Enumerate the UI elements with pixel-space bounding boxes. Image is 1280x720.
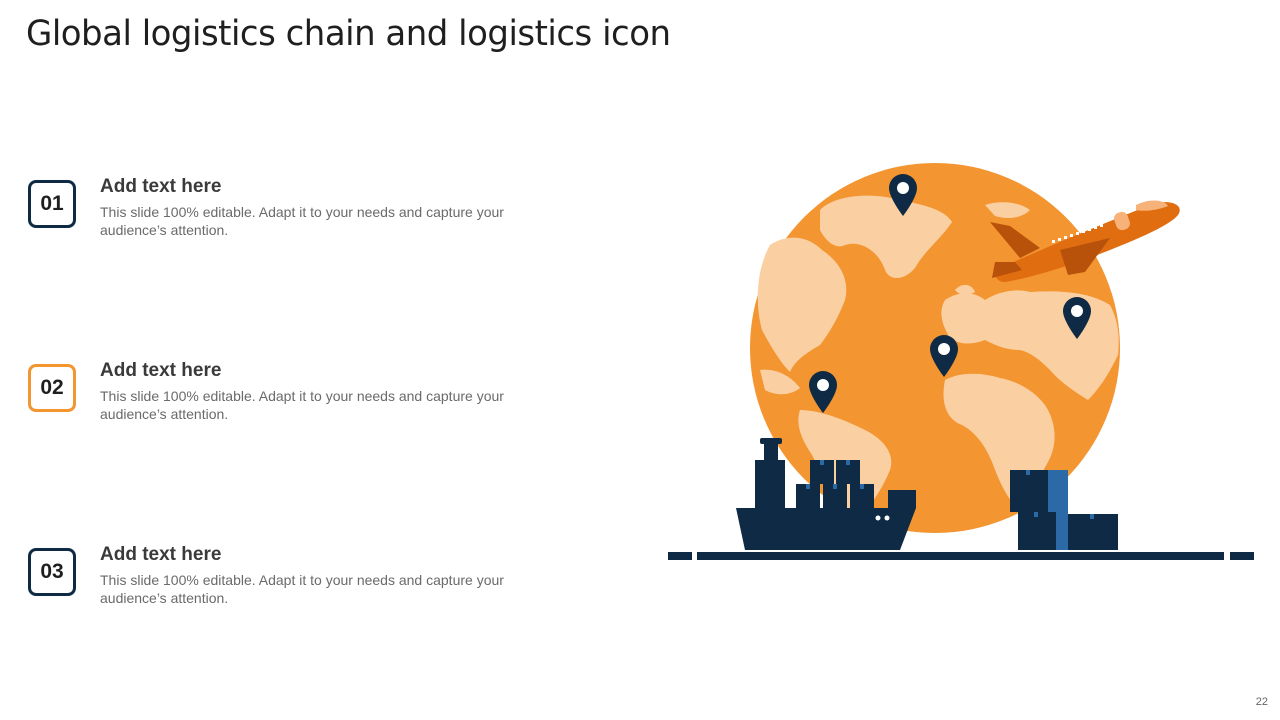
item-description: This slide 100% editable. Adapt it to yo… bbox=[100, 572, 504, 606]
slide-title: Global logistics chain and logistics ico… bbox=[26, 14, 671, 54]
location-pin-icon bbox=[930, 335, 958, 377]
item-number-badge: 01 bbox=[28, 180, 76, 228]
item-description: This slide 100% editable. Adapt it to yo… bbox=[100, 204, 504, 238]
item-number-badge: 03 bbox=[28, 548, 76, 596]
item-number-badge: 02 bbox=[28, 364, 76, 412]
location-pin-icon bbox=[889, 174, 917, 216]
item-description: This slide 100% editable. Adapt it to yo… bbox=[100, 388, 504, 422]
logistics-illustration bbox=[668, 163, 1254, 560]
location-pin-icon bbox=[1063, 297, 1091, 339]
item-heading: Add text here bbox=[100, 360, 222, 381]
airplane-icon bbox=[990, 200, 1180, 282]
cargo-boxes-icon bbox=[1010, 470, 1118, 550]
item-heading: Add text here bbox=[100, 176, 222, 197]
location-pin-icon bbox=[809, 371, 837, 413]
cargo-ship-icon bbox=[736, 438, 916, 550]
item-heading: Add text here bbox=[100, 544, 222, 565]
page-number: 22 bbox=[1255, 696, 1268, 708]
ground-line bbox=[668, 552, 1254, 560]
